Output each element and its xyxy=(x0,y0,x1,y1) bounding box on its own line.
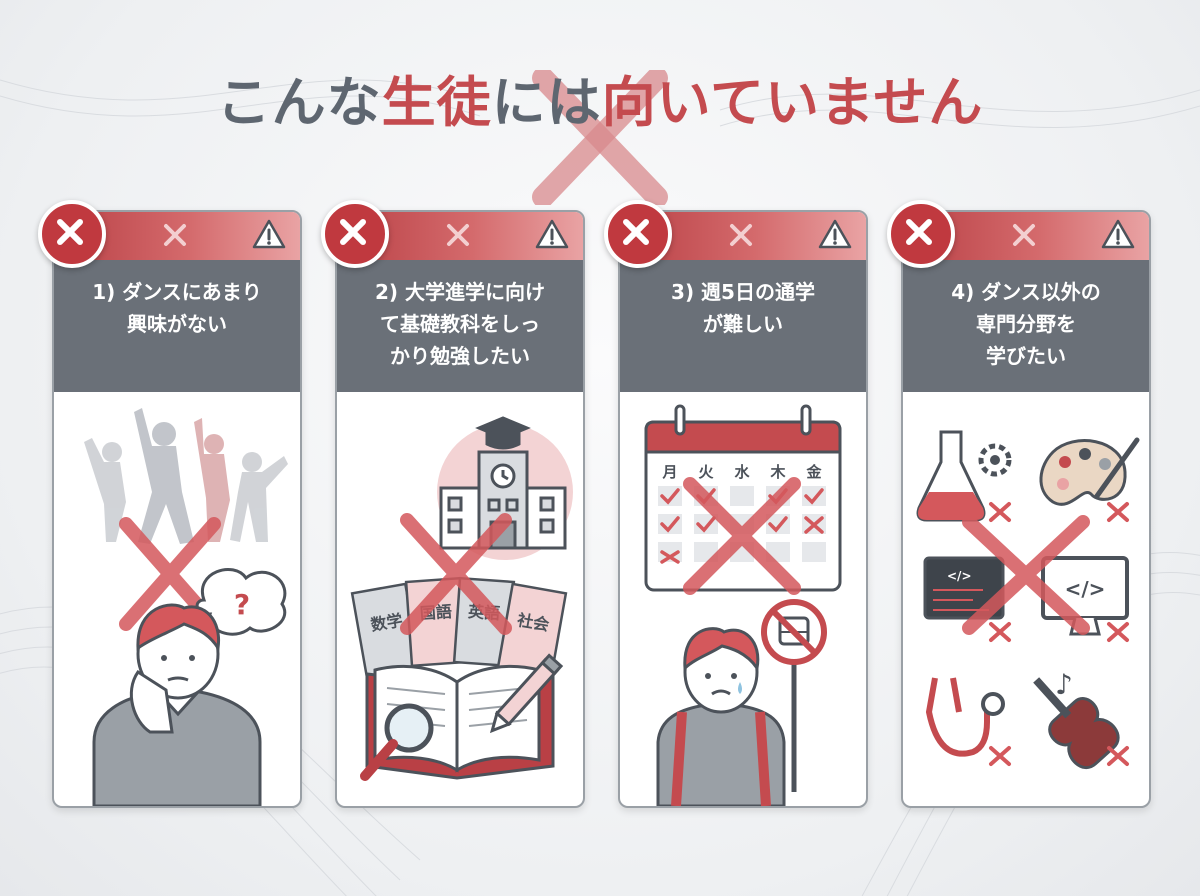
card-title: 3) 週5日の通学 が難しい xyxy=(671,280,815,336)
code-symbol: </> xyxy=(1065,577,1106,601)
page-title: こんな生徒には向いていません xyxy=(0,58,1200,137)
bored-student-icon: ? xyxy=(84,408,288,806)
card-1: 1) ダンスにあまり 興味がない ? xyxy=(52,210,302,808)
card-title: 4) ダンス以外の 専門分野を 学びたい xyxy=(951,280,1101,368)
card-3: 3) 週5日の通学 が難しい 月 火 水 木 金 xyxy=(618,210,868,808)
card-title: 2) 大学進学に向け て基礎教科をしっ かり勉強したい xyxy=(374,280,546,368)
x-circle-icon xyxy=(887,200,955,268)
card-header: 3) 週5日の通学 が難しい xyxy=(620,260,866,392)
calendar-icon: 月 火 水 木 金 xyxy=(644,404,842,806)
big-x-icon xyxy=(532,70,668,205)
card-header: 2) 大学進学に向け て基礎教科をしっ かり勉強したい xyxy=(337,260,583,392)
x-mark-icon xyxy=(447,224,469,246)
warning-triangle-icon xyxy=(252,219,286,249)
x-circle-icon xyxy=(38,200,106,268)
card-header: 1) ダンスにあまり 興味がない xyxy=(54,260,300,392)
title-part-4: 向いていません xyxy=(601,71,984,134)
x-mark-icon xyxy=(164,224,186,246)
music-note: ♪ xyxy=(1055,668,1073,701)
x-circle-icon xyxy=(604,200,672,268)
question-mark: ? xyxy=(234,588,250,621)
title-part-3: には xyxy=(491,71,602,134)
warning-triangle-icon xyxy=(1101,219,1135,249)
specialty-fields-icon: </> </> ♪ xyxy=(916,430,1140,770)
day-label: 水 xyxy=(734,463,750,481)
warning-triangle-icon xyxy=(818,219,852,249)
card-title: 1) ダンスにあまり 興味がない xyxy=(92,280,262,336)
school-books-icon: 数学 国語 英語 社会 xyxy=(350,416,573,781)
day-label: 金 xyxy=(805,463,822,481)
x-mark-icon xyxy=(730,224,752,246)
card-header: 4) ダンス以外の 専門分野を 学びたい xyxy=(903,260,1149,392)
title-part-2: 生徒 xyxy=(381,71,492,134)
title-area xyxy=(0,40,1200,205)
day-label: 木 xyxy=(769,463,786,481)
x-mark-icon xyxy=(1013,224,1035,246)
title-part-1: こんな xyxy=(216,71,382,134)
card-4: 4) ダンス以外の 専門分野を 学びたい </> </> ♪ xyxy=(901,210,1151,808)
card-2: 2) 大学進学に向け て基礎教科をしっ かり勉強したい 数学 国語 英語 社会 xyxy=(335,210,585,808)
code-symbol: </> xyxy=(947,569,972,583)
warning-triangle-icon xyxy=(535,219,569,249)
day-label: 月 xyxy=(661,463,677,481)
day-label: 火 xyxy=(698,463,714,481)
x-circle-icon xyxy=(321,200,389,268)
